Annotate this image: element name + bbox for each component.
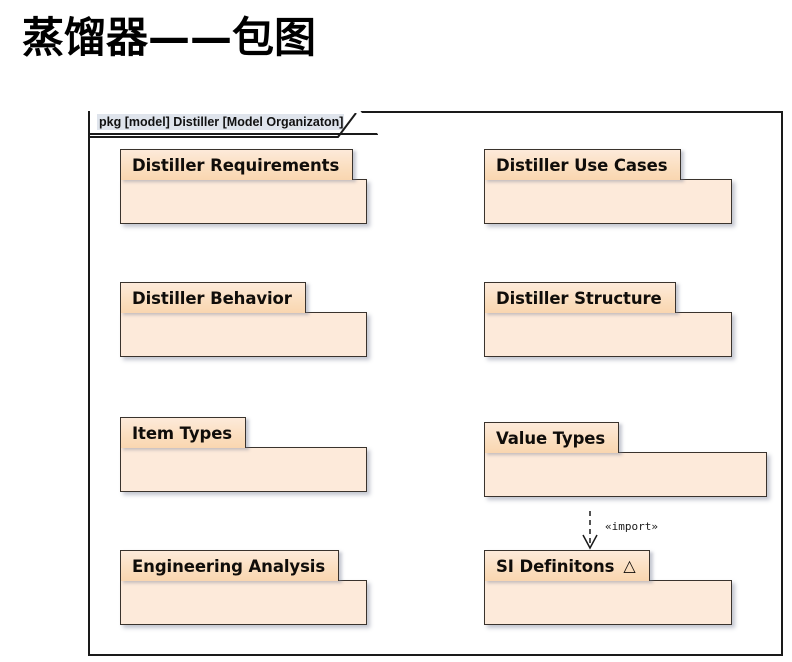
package-body[interactable] (120, 178, 367, 224)
package-distiller-use-cases[interactable]: Distiller Use Cases (484, 149, 732, 224)
package-label: Item Types (132, 423, 233, 443)
package-label: SI Definitons (496, 556, 615, 576)
package-body[interactable] (484, 311, 732, 357)
package-tab[interactable]: Distiller Use Cases (484, 149, 682, 180)
package-label: Value Types (496, 428, 606, 448)
package-value-types[interactable]: Value Types (484, 422, 767, 497)
package-distiller-requirements[interactable]: Distiller Requirements (120, 149, 367, 224)
diagram-frame-header-label: pkg [model] Distiller [Model Organizaton… (99, 115, 344, 129)
package-label: Distiller Structure (496, 288, 662, 308)
package-distiller-structure[interactable]: Distiller Structure (484, 282, 732, 357)
package-tab[interactable]: Value Types (484, 422, 620, 453)
package-tab[interactable]: Distiller Requirements (120, 149, 354, 180)
package-body[interactable] (484, 579, 732, 625)
package-label: Distiller Use Cases (496, 155, 668, 175)
package-diagram-frame: pkg [model] Distiller [Model Organizaton… (88, 111, 783, 656)
package-tab[interactable]: SI Definitons △ (484, 550, 650, 581)
package-tab[interactable]: Item Types (120, 417, 247, 448)
package-item-types[interactable]: Item Types (120, 417, 367, 492)
package-label: Distiller Requirements (132, 155, 340, 175)
page-title: 蒸馏器——包图 (22, 13, 317, 62)
import-dependency-arrow-icon (582, 511, 598, 550)
package-tab[interactable]: Distiller Behavior (120, 282, 306, 313)
package-distiller-behavior[interactable]: Distiller Behavior (120, 282, 367, 357)
package-tab[interactable]: Distiller Structure (484, 282, 676, 313)
package-engineering-analysis[interactable]: Engineering Analysis (120, 550, 367, 625)
package-tab[interactable]: Engineering Analysis (120, 550, 340, 581)
package-si-definitons[interactable]: SI Definitons △ (484, 550, 732, 625)
import-stereotype-label: «import» (605, 520, 658, 533)
package-label: Engineering Analysis (132, 556, 326, 576)
package-body[interactable] (484, 451, 767, 497)
package-body[interactable] (120, 311, 367, 357)
package-body[interactable] (484, 178, 732, 224)
package-body[interactable] (120, 579, 367, 625)
diagram-frame-header: pkg [model] Distiller [Model Organizaton… (88, 111, 378, 135)
package-body[interactable] (120, 446, 367, 492)
package-label: Distiller Behavior (132, 288, 292, 308)
model-library-triangle-icon: △ (623, 556, 636, 575)
